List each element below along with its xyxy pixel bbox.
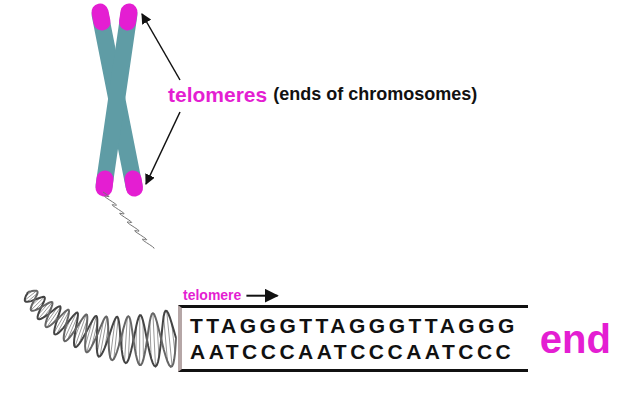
direction-arrow [246,295,277,297]
chromosome [100,12,135,188]
dna-strand-sequence: AATCCCAATCCCAATCCC [190,339,518,365]
dna-helix [25,192,176,367]
telomere-label: telomere [183,288,241,303]
telomere-tip [100,12,102,22]
dna-strand-sequence: TTAGGGTTAGGGTTAGGG [190,313,518,339]
telomere-tip [128,12,130,22]
sequence-box: TTAGGGTTAGGGTTAGGGAATCCCAATCCCAATCCC [178,305,528,372]
leader-arrow [146,112,180,184]
telomeres-label: telomeres [168,83,267,106]
leader-arrow [142,14,180,80]
dna-coil [103,192,154,249]
dna-strand [28,291,176,367]
end-label: end [540,317,611,361]
telomere-tip [133,179,135,188]
telomere-tip [104,179,105,188]
ends-note: (ends of chromosomes) [273,85,477,105]
